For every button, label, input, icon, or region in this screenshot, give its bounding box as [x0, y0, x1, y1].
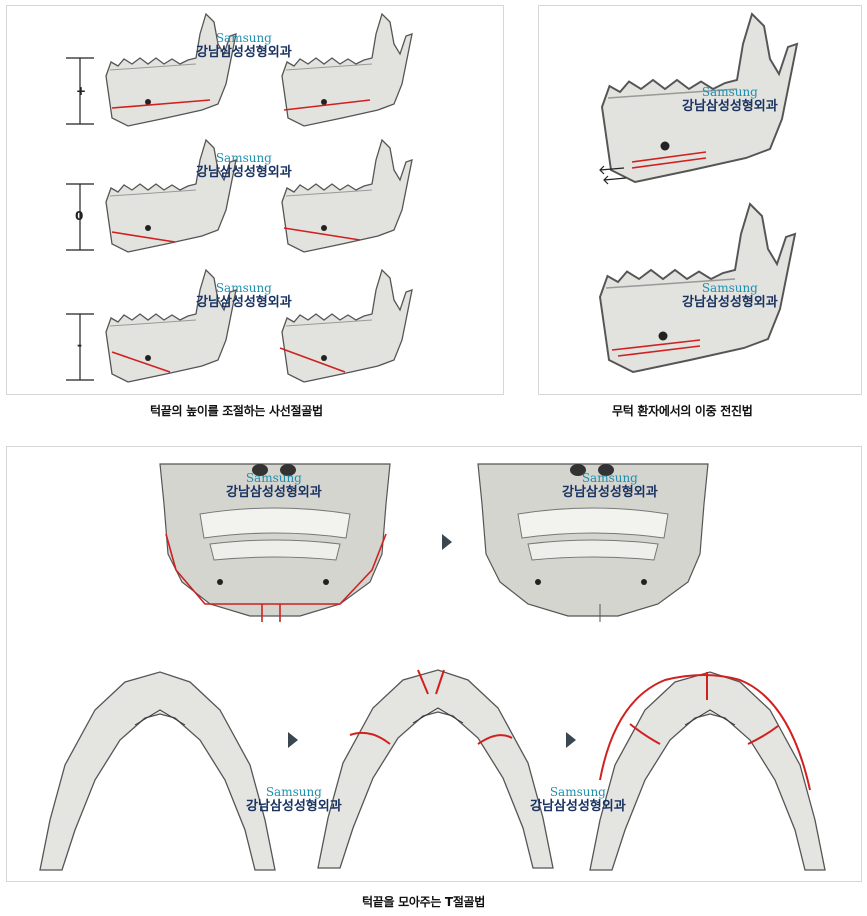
watermark-en: Samsung: [245, 471, 302, 485]
arrow-right-icon: [566, 732, 576, 748]
skull-front-after: [477, 463, 709, 622]
jaw-advancement-after: [599, 203, 796, 373]
arch-after: [589, 671, 826, 871]
height-mark-minus: -: [77, 338, 82, 352]
watermark-ko: 강남삼성성형외과: [196, 45, 292, 60]
watermark-en: Samsung: [215, 281, 272, 295]
panel-t-osteotomy: [6, 446, 862, 882]
watermark-ko: 강남삼성성형외과: [246, 799, 342, 814]
arch-before: [39, 671, 276, 871]
watermark-en: Samsung: [215, 31, 272, 45]
jaw-row-minus: [105, 269, 413, 383]
watermark-en: Samsung: [581, 471, 638, 485]
watermark-en: Samsung: [549, 785, 606, 799]
caption-oblique-osteotomy: 턱끝의 높이를 조절하는 사선절골법: [150, 404, 323, 418]
jaw-row-zero: [105, 139, 413, 253]
height-mark-plus: +: [76, 84, 87, 98]
watermark-en: Samsung: [215, 151, 272, 165]
arrow-right-icon: [288, 732, 298, 748]
caption-t-osteotomy: 턱끝을 모아주는 T절골법: [362, 895, 486, 909]
jaw-row-plus: [105, 13, 413, 127]
watermark-ko: 강남삼성성형외과: [562, 485, 658, 500]
watermark-ko: 강남삼성성형외과: [530, 799, 626, 814]
jaw-advancement-before: [599, 13, 798, 185]
watermark-ko: 강남삼성성형외과: [196, 165, 292, 180]
watermark-en: Samsung: [701, 85, 758, 99]
caption-double-advancement: 무턱 환자에서의 이중 전진법: [612, 404, 753, 418]
dimension-markers: [66, 57, 94, 381]
skull-front-before: [159, 463, 391, 622]
watermark-en: Samsung: [701, 281, 758, 295]
arch-cut: [317, 669, 554, 869]
panel-oblique-osteotomy: [6, 5, 504, 395]
watermark-ko: 강남삼성성형외과: [682, 99, 778, 114]
watermark-ko: 강남삼성성형외과: [196, 295, 292, 310]
watermark-ko: 강남삼성성형외과: [682, 295, 778, 310]
height-mark-zero: 0: [75, 209, 84, 223]
watermark-ko: 강남삼성성형외과: [226, 485, 322, 500]
watermark-en: Samsung: [265, 785, 322, 799]
arrow-right-icon: [442, 534, 452, 550]
